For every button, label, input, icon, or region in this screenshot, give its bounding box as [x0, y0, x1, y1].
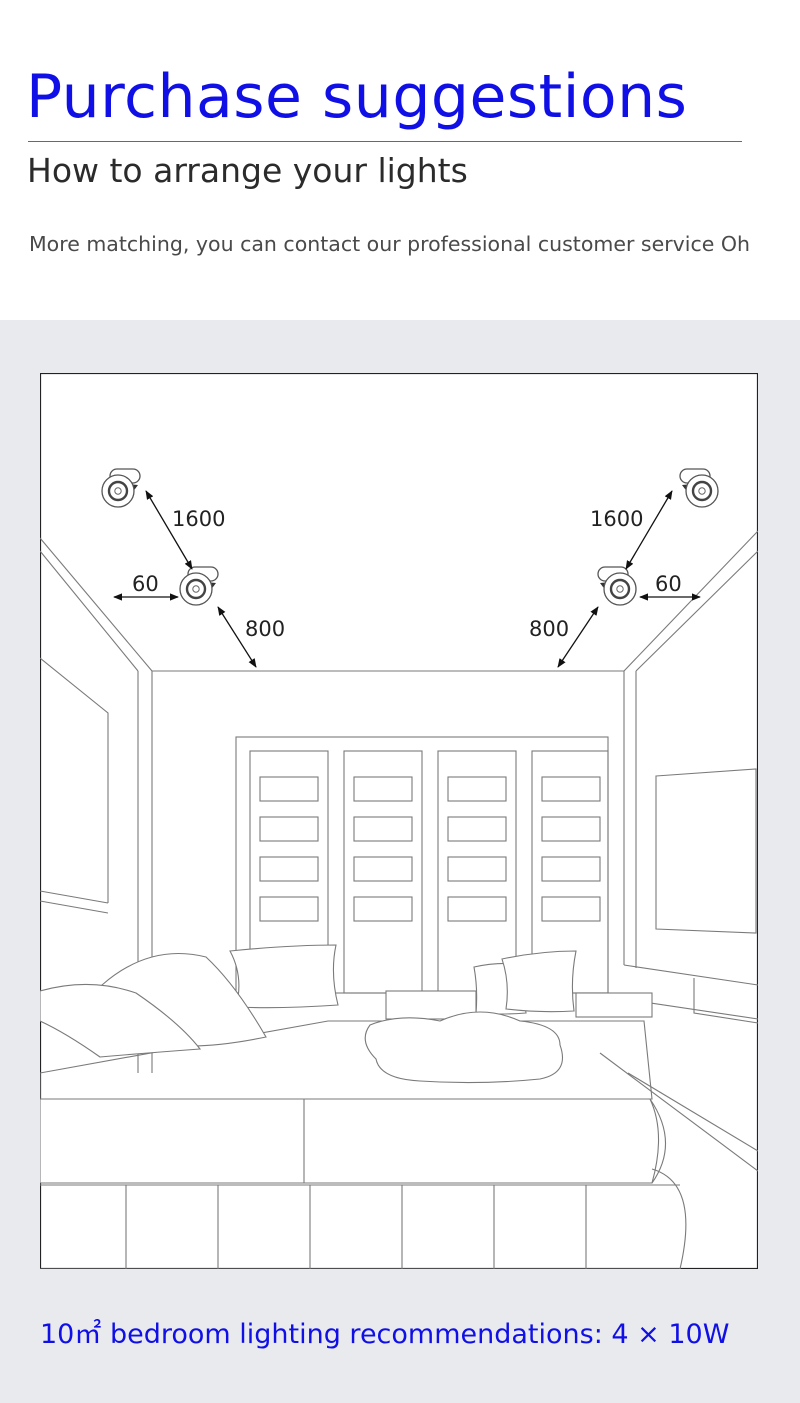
- recommendation-caption: 10㎡ bedroom lighting recommendations: 4 …: [40, 1319, 730, 1350]
- page-title: Purchase suggestions: [26, 62, 688, 132]
- dimension-arrows: [113, 490, 701, 668]
- left-spacing-label: 1600: [172, 507, 225, 531]
- left-ceiling-offset-label: 800: [245, 617, 285, 641]
- left-wall-offset-label: 60: [132, 572, 159, 596]
- right-spacing-label: 1600: [590, 507, 643, 531]
- page-subtitle: How to arrange your lights: [27, 151, 468, 190]
- bedroom-lighting-diagram: 1600 60 800 1600 60 800: [40, 373, 758, 1269]
- header: Purchase suggestions How to arrange your…: [0, 0, 800, 320]
- right-ceiling-offset-label: 800: [529, 617, 569, 641]
- title-divider: [28, 141, 742, 142]
- right-wall-offset-label: 60: [655, 572, 682, 596]
- room-sketch: [40, 530, 758, 1269]
- service-note: More matching, you can contact our profe…: [29, 232, 750, 256]
